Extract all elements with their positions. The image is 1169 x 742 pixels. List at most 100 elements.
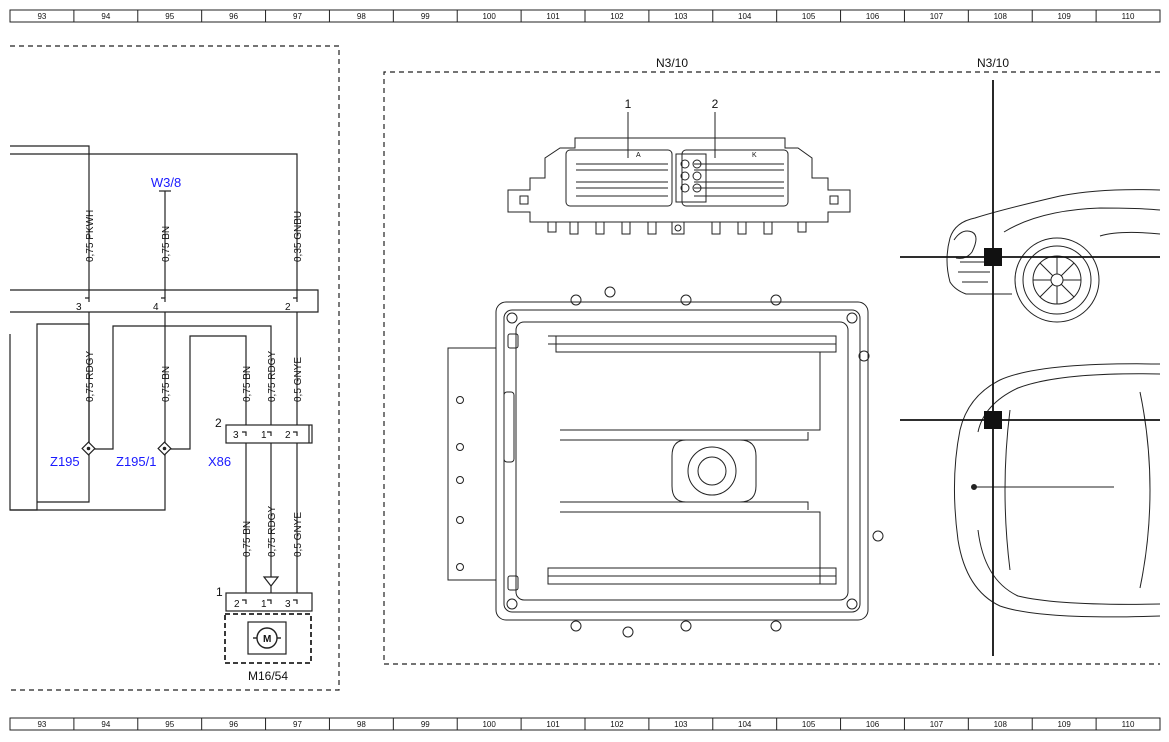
- x86-pin-1-label: 1: [261, 430, 267, 441]
- m-pin-3-label: 3: [285, 599, 291, 610]
- wire-z195-return: [37, 453, 90, 503]
- ecu-housing: [447, 286, 884, 638]
- bus-pin-4: [161, 297, 166, 302]
- m16-54-number: 1: [216, 585, 223, 599]
- grid-top-column-label: 107: [930, 12, 944, 21]
- grid-top-column-label: 102: [610, 12, 624, 21]
- grid-bottom-column-label: 103: [674, 720, 688, 729]
- z195-1-splice: [157, 441, 172, 456]
- grid-top-column-label: 104: [738, 12, 752, 21]
- grid-bottom-column-label: 94: [101, 720, 110, 729]
- wire-gnbu: [10, 153, 298, 298]
- wire-label-rdgy-x86: 0,75 RDGY: [267, 351, 278, 402]
- m-pin-2-label: 2: [234, 599, 240, 610]
- bus-pin-2-label: 2: [285, 302, 291, 313]
- grid-ruler-top: 93 94 95 96 97 98 99 100 101 102 103 104 105 106 107 10…: [9, 9, 1161, 23]
- grid-top-column-label: 93: [37, 12, 46, 21]
- ecu-connector-view: [507, 137, 851, 235]
- grid-top-column-label: 106: [866, 12, 880, 21]
- grid-bottom-column-label: 102: [610, 720, 624, 729]
- grid-top-column-label: 110: [1122, 12, 1135, 21]
- connector-2-label: 2: [712, 97, 719, 111]
- wire-label-rdgy-left: 0,75 RDGY: [85, 351, 96, 402]
- grid-ruler-bottom: 93 94 95 96 97 98 99 100 101 102 103 104 105 106 107 10…: [9, 717, 1161, 731]
- m-pin-1-label: 1: [261, 599, 267, 610]
- m16-54-component: [224, 613, 312, 664]
- grid-bottom-column-label: 96: [229, 720, 238, 729]
- x86-label: X86: [208, 454, 231, 469]
- grid-bottom-column-label: 107: [930, 720, 944, 729]
- bus-pin-3-label: 3: [76, 302, 82, 313]
- ecu-label-left: N3/10: [656, 56, 688, 70]
- grid-bottom-column-label: 97: [293, 720, 302, 729]
- location-marker-side: [984, 248, 1002, 266]
- wire-bn-route: [167, 335, 247, 450]
- z195-label: Z195: [50, 454, 80, 469]
- wires-x86-to-motor: [245, 443, 298, 600]
- vehicle-side-view: [946, 189, 1161, 323]
- x86-number: 2: [215, 416, 222, 430]
- w3-8-label: W3/8: [151, 175, 181, 190]
- grid-top-column-label: 100: [482, 12, 496, 21]
- wire-label-bn-x86: 0,75 BN: [242, 366, 253, 402]
- z195-1-label: Z195/1: [116, 454, 156, 469]
- bus-pin-4-label: 4: [153, 302, 159, 313]
- grid-top-column-label: 98: [357, 12, 366, 21]
- wire-label-gnbu: 0,35 GNBU: [293, 211, 304, 262]
- left-frame: [10, 45, 340, 691]
- grid-bottom-column-label: 108: [994, 720, 1008, 729]
- wire-z195-1-return: [10, 453, 166, 511]
- vehicle-top-view: [953, 363, 1161, 618]
- grid-top-column-label: 97: [293, 12, 302, 21]
- grid-bottom-column-label: 99: [421, 720, 430, 729]
- grid-bottom-column-label: 109: [1057, 720, 1071, 729]
- grid-top-column-label: 108: [994, 12, 1008, 21]
- grid-bottom-column-label: 104: [738, 720, 752, 729]
- grid-top-column-label: 95: [165, 12, 174, 21]
- grid-bottom-column-label: 95: [165, 720, 174, 729]
- motor-symbol-label: M: [263, 634, 271, 645]
- connector-k-mark: K: [752, 152, 757, 159]
- grid-bottom-column-label: 106: [866, 720, 880, 729]
- bus-pin-2: [293, 297, 298, 302]
- wire-left-loop: [9, 323, 90, 511]
- grid-bottom-column-label: 98: [357, 720, 366, 729]
- bus-pin-3: [85, 297, 90, 302]
- wire-label-bn-mid: 0,75 BN: [161, 366, 172, 402]
- connector-1-label: 1: [625, 97, 632, 111]
- connector-a-mark: A: [636, 152, 641, 159]
- wire-pkwh: [10, 145, 90, 298]
- m16-54-connector: [225, 592, 313, 612]
- grid-bottom-column-label: 93: [37, 720, 46, 729]
- grid-top-column-label: 109: [1057, 12, 1071, 21]
- x86-connector: [225, 424, 313, 444]
- wire-label-bn-top: 0,75 BN: [161, 226, 172, 262]
- grid-bottom-column-label: 100: [482, 720, 496, 729]
- wire-label-gnye-x86: 0,5 GNYE: [293, 357, 304, 402]
- grid-bottom-column-label: 110: [1122, 720, 1135, 729]
- shield-triangle-icon: [262, 576, 280, 587]
- grid-top-column-label: 96: [229, 12, 238, 21]
- right-frame: [383, 71, 1160, 665]
- z195-splice: [81, 441, 96, 456]
- x86-pin-3-label: 3: [233, 430, 239, 441]
- wire-label-gnye-low: 0,5 GNYE: [293, 512, 304, 557]
- grid-top-column-label: 101: [546, 12, 560, 21]
- grid-bottom-column-label: 101: [546, 720, 560, 729]
- wire-label-pkwh: 0,75 PKWH: [85, 210, 96, 262]
- location-marker-top: [984, 411, 1002, 429]
- m16-54-label: M16/54: [248, 669, 288, 683]
- motor-icon: [253, 627, 281, 649]
- grid-top-column-label: 103: [674, 12, 688, 21]
- grid-bottom-column-label: 105: [802, 720, 816, 729]
- wire-label-bn-low: 0,75 BN: [242, 521, 253, 557]
- grid-top-column-label: 105: [802, 12, 816, 21]
- grid-top-column-label: 99: [421, 12, 430, 21]
- wire-rdgy-route: [91, 325, 272, 450]
- x86-pin-2-label: 2: [285, 430, 291, 441]
- bus-connector: [10, 289, 319, 313]
- wire-label-rdgy-low: 0,75 RDGY: [267, 506, 278, 557]
- ecu-label-right: N3/10: [977, 56, 1009, 70]
- grid-top-column-label: 94: [101, 12, 110, 21]
